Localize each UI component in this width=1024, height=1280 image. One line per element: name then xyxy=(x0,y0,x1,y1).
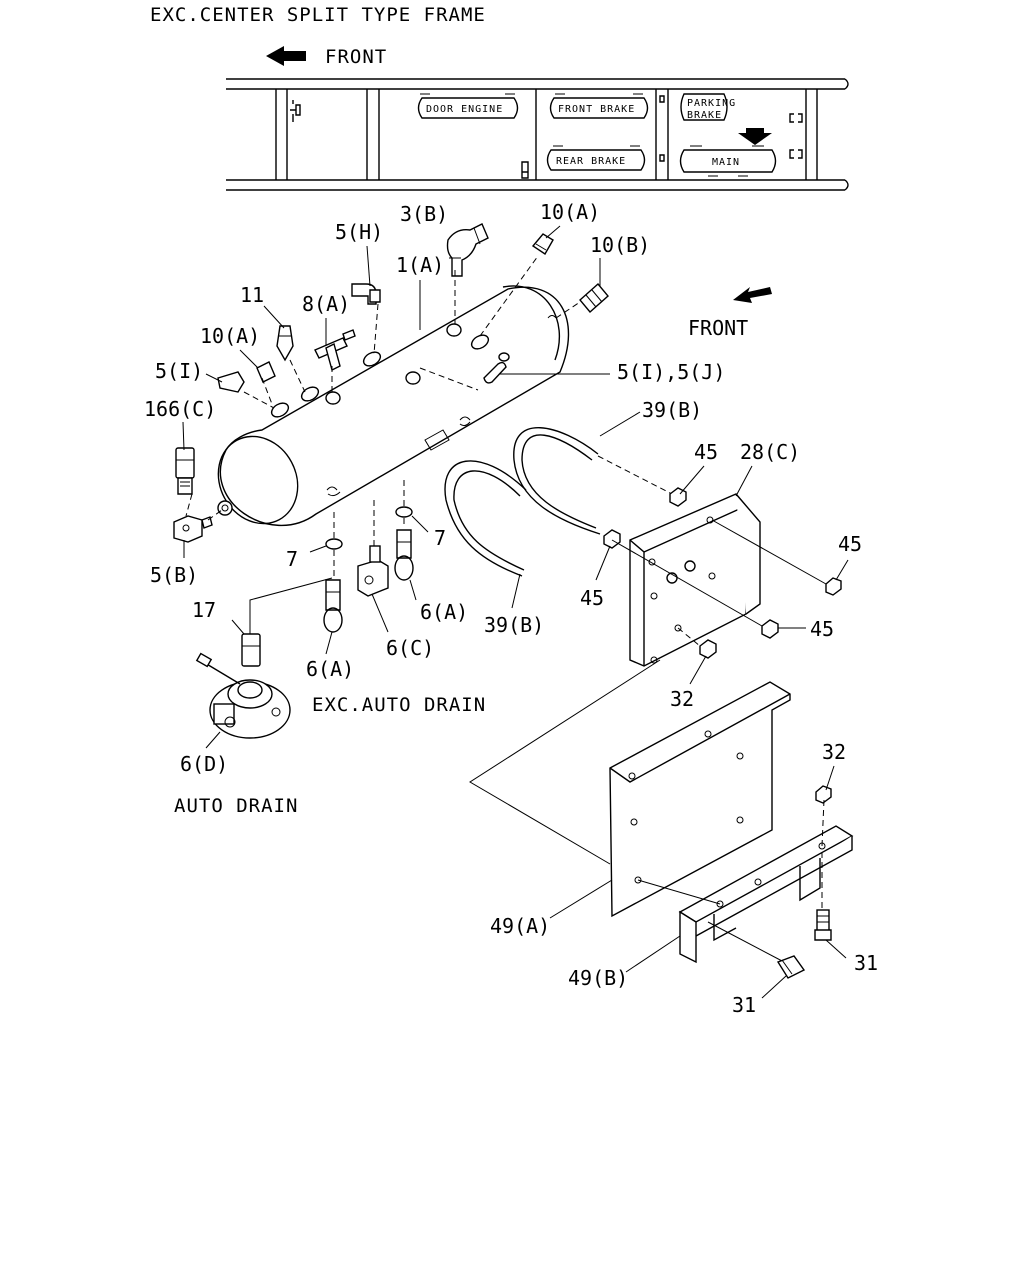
nut-45-right xyxy=(825,577,842,596)
plug-10a-top xyxy=(531,233,554,255)
callout-label: 7 xyxy=(434,526,446,550)
callout-label: 45 xyxy=(810,617,834,641)
callout-label: 10(B) xyxy=(590,233,650,257)
bolt-31-right xyxy=(814,909,832,941)
tank-parking-brake: PARKING BRAKE xyxy=(680,93,736,121)
callout-label: 5(B) xyxy=(150,563,198,587)
front-arrow-side-icon xyxy=(733,287,772,303)
front-label-side: FRONT xyxy=(688,316,748,340)
callout-leaders xyxy=(182,225,849,999)
tank-label-rear-brake: REAR BRAKE xyxy=(556,156,626,167)
valve-10b xyxy=(579,282,609,314)
callout-label: 31 xyxy=(732,993,756,1017)
drain-cock-6a-right xyxy=(394,529,414,581)
tank-main: MAIN xyxy=(679,145,777,177)
callout-label: 45 xyxy=(580,586,604,610)
elbow-fitting-3b xyxy=(446,223,489,277)
callout-label: 39(B) xyxy=(484,613,544,637)
drain-valve-6c xyxy=(357,545,389,597)
callout-label: 5(I) xyxy=(155,359,203,383)
bolt-31-low xyxy=(776,955,806,979)
callout-label: 6(A) xyxy=(420,600,468,624)
tank-label-main: MAIN xyxy=(712,157,740,168)
callout-label: 31 xyxy=(854,951,878,975)
nut-45-mid xyxy=(603,529,621,549)
callout-label: 7 xyxy=(286,547,298,571)
sensor-166c xyxy=(175,447,195,495)
callout-label: 166(C) xyxy=(144,397,216,421)
callout-label: 6(D) xyxy=(180,752,228,776)
front-label-top: FRONT xyxy=(325,46,387,68)
plug-10a-left xyxy=(256,361,276,383)
callout-label: 49(B) xyxy=(568,966,628,990)
callout-label: 11 xyxy=(240,283,264,307)
callout-label: 5(I),5(J) xyxy=(617,360,725,384)
note-auto-drain: AUTO DRAIN xyxy=(174,795,298,817)
front-arrow-top-icon xyxy=(266,46,306,66)
callout-label: 6(A) xyxy=(306,657,354,681)
leader-dashes xyxy=(185,255,581,634)
auto-drain-valve-6d xyxy=(195,652,291,739)
fitting-5b xyxy=(173,515,213,543)
bracket-49b xyxy=(678,825,854,964)
hose-39b-upper xyxy=(513,427,601,535)
callout-label: 8(A) xyxy=(302,292,350,316)
callout-label: 1(A) xyxy=(396,253,444,277)
nut-45-low xyxy=(761,619,779,639)
tank-front-brake: FRONT BRAKE xyxy=(549,93,649,119)
callout-label: 10(A) xyxy=(200,324,260,348)
bracket-28c xyxy=(629,493,761,667)
fitting-5i xyxy=(217,371,245,393)
tank-door-engine: DOOR ENGINE xyxy=(417,93,519,119)
callout-label: 32 xyxy=(822,740,846,764)
callout-label: 49(A) xyxy=(490,914,550,938)
washer-7-left xyxy=(325,538,343,550)
nut-45-top xyxy=(669,487,687,507)
switch-11 xyxy=(276,325,294,362)
nut-32-right xyxy=(815,785,832,804)
drain-cock-6a-left xyxy=(323,579,343,633)
callout-label: 45 xyxy=(694,440,718,464)
callout-label: 45 xyxy=(838,532,862,556)
nut-32-mid xyxy=(699,639,717,659)
plate-49a xyxy=(609,681,791,918)
note-exc-auto-drain: EXC.AUTO DRAIN xyxy=(312,694,486,716)
callout-label: 32 xyxy=(670,687,694,711)
callout-label: 39(B) xyxy=(642,398,702,422)
fitting-5h xyxy=(351,283,381,305)
hose-39b-lower xyxy=(444,460,527,577)
air-tank xyxy=(217,285,570,526)
frame-top-view xyxy=(226,78,849,191)
tank-rear-brake: REAR BRAKE xyxy=(546,145,646,171)
tank-label-front-brake: FRONT BRAKE xyxy=(558,104,635,115)
callout-label: 3(B) xyxy=(400,202,448,226)
tank-label-brake: BRAKE xyxy=(687,110,722,121)
adapter-17 xyxy=(241,633,261,667)
callout-label: 10(A) xyxy=(540,200,600,224)
callout-label: 17 xyxy=(192,598,216,622)
tee-8a xyxy=(314,329,356,372)
callout-label: 6(C) xyxy=(386,636,434,660)
callout-label: 5(H) xyxy=(335,220,383,244)
tank-label-parking: PARKING xyxy=(687,98,736,109)
callout-label: 28(C) xyxy=(740,440,800,464)
washer-7-right xyxy=(395,506,413,518)
tank-label-door-engine: DOOR ENGINE xyxy=(426,104,503,115)
page-title: EXC.CENTER SPLIT TYPE FRAME xyxy=(150,4,486,26)
main-tank-pointer-arrow-icon xyxy=(738,128,772,145)
